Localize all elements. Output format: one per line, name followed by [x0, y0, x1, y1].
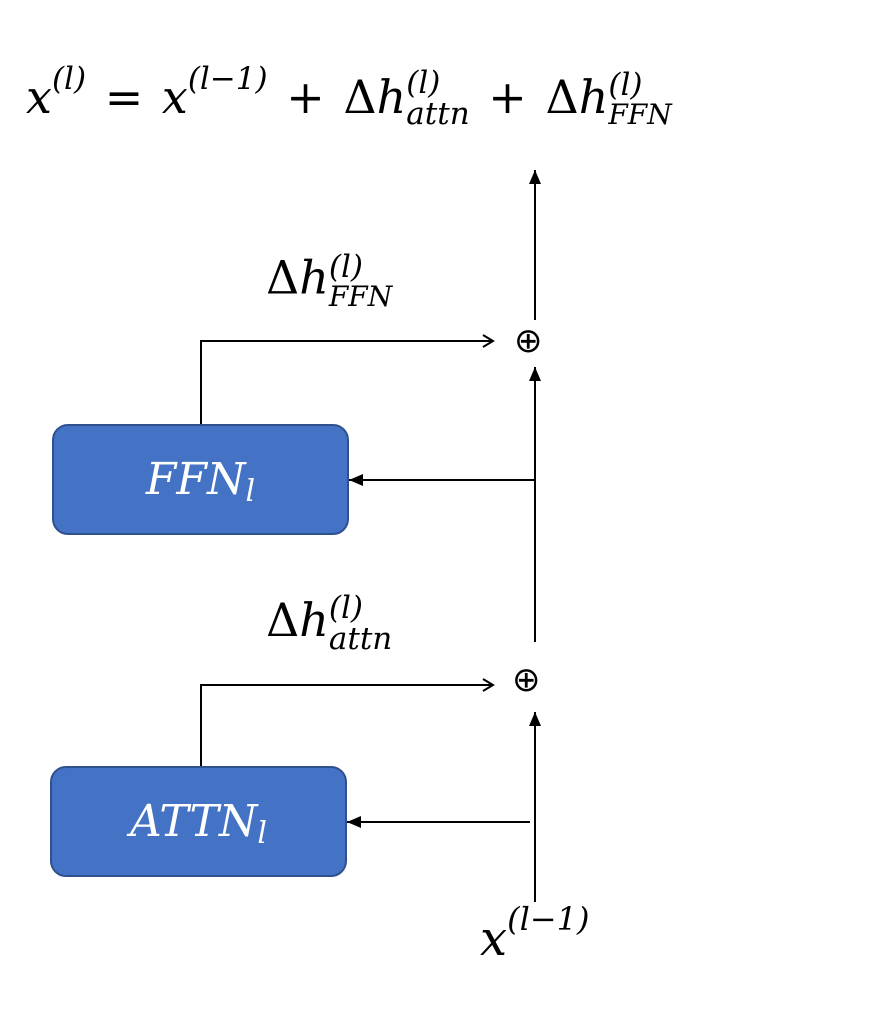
- ffn-residual-add-icon: ⊕: [514, 321, 543, 361]
- delta-symbol: Δ: [266, 250, 300, 305]
- ffn-update-label: Δh(l)FFN: [266, 252, 392, 311]
- h-variable-ffn: h: [578, 70, 609, 124]
- ffn-term-subscript: FFN: [608, 97, 672, 131]
- attn-block-label: ATTN: [130, 796, 258, 847]
- input-variable: x: [480, 911, 508, 967]
- rhs-superscript: (l−1): [187, 60, 268, 97]
- h-variable: h: [299, 250, 329, 305]
- update-subscript: FFN: [328, 280, 393, 313]
- delta-symbol-ffn: Δ: [545, 70, 579, 124]
- ffn-block-label: FFN: [145, 454, 246, 505]
- h-variable-attn: h: [376, 70, 407, 124]
- attn-output-arrow: [200, 678, 495, 766]
- update-superscript: (l): [328, 249, 363, 285]
- input-superscript: (l−1): [507, 899, 590, 938]
- input-label: x(l−1): [480, 903, 589, 964]
- delta-symbol: Δ: [266, 593, 300, 647]
- attn-term-subscript: attn: [406, 96, 470, 132]
- h-variable: h: [299, 593, 329, 647]
- plus-sign-2: +: [488, 70, 527, 124]
- output-equation: x(l) = x(l−1) + Δh(l)attn + Δh(l)FFN: [26, 63, 672, 132]
- attn-term-superscript: (l): [406, 65, 441, 101]
- ffn-output-arrow: [200, 334, 495, 424]
- ffn-term-superscript: (l): [608, 66, 643, 103]
- lhs-variable: x: [26, 70, 52, 124]
- update-superscript: (l): [328, 590, 363, 626]
- update-subscript: attn: [328, 621, 393, 657]
- lhs-superscript: (l): [51, 60, 87, 97]
- equals-sign: =: [104, 70, 144, 124]
- ffn-block-subscript: l: [245, 474, 256, 509]
- plus-sign-1: +: [286, 70, 325, 124]
- attn-block-subscript: l: [257, 816, 267, 851]
- delta-symbol-attn: Δ: [343, 70, 377, 124]
- attn-residual-add-icon: ⊕: [512, 660, 541, 700]
- attn-update-label: Δh(l)attn: [266, 593, 392, 655]
- rhs-variable: x: [161, 70, 188, 124]
